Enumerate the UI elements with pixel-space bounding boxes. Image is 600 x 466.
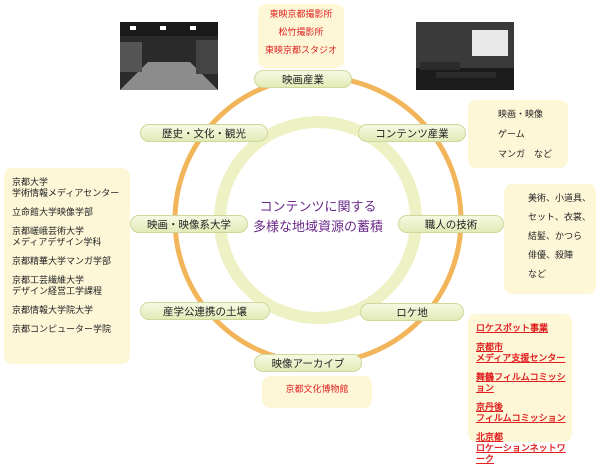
node-film-industry: 映画産業 — [254, 70, 352, 88]
location-support-item[interactable]: 京丹後 フィルムコミッション — [476, 403, 566, 424]
craft-item: 俳優、殺陣 — [528, 251, 574, 261]
university-item: 立命館大学映像学部 — [12, 208, 94, 218]
node-history-culture: 歴史・文化・観光 — [140, 124, 268, 142]
craft-item: 結髪、かつら — [528, 232, 583, 242]
university-item: 京都嵯峨芸術大学 メディアデザイン学科 — [12, 227, 102, 248]
node-craftsman-skills: 職人の技術 — [398, 215, 504, 233]
location-support-item[interactable]: 北京都 ロケーションネットワーク — [476, 433, 566, 465]
university-list: 京都大学 学術情報メディアセンター 立命館大学映像学部 京都嵯峨芸術大学 メディ… — [4, 168, 130, 364]
node-film-universities: 映画・映像系大学 — [130, 215, 248, 233]
university-item: 京都精華大学マンガ学部 — [12, 257, 112, 267]
center-line-1: コンテンツに関する — [259, 200, 377, 215]
archive-list: 京都文化博物館 — [262, 376, 372, 408]
contents-list: 映画・映像 ゲーム マンガ など — [468, 100, 568, 168]
theater-photo-image — [416, 22, 514, 90]
studio-item: 東映京都スタジオ — [264, 46, 337, 56]
center-line-2: 多様な地域資源の蓄積 — [252, 220, 383, 235]
node-contents-industry: コンテンツ産業 — [358, 124, 466, 142]
location-support-item[interactable]: 京都市 メディア支援センター — [476, 343, 566, 364]
university-item: 京都大学 学術情報メディアセンター — [12, 178, 120, 199]
contents-item: ゲーム — [498, 130, 525, 140]
archive-item[interactable]: 京都文化博物館 — [285, 385, 349, 395]
contents-item: 映画・映像 — [498, 110, 544, 120]
craft-item: セット、衣裳、 — [528, 213, 591, 223]
theater-photo — [416, 22, 514, 90]
location-support-item[interactable]: ロケスポット事業 — [476, 324, 549, 334]
craft-list: 美術、小道具、 セット、衣裳、 結髪、かつら 俳優、殺陣 など — [504, 184, 596, 294]
contents-item: マンガ など — [498, 150, 553, 160]
studio-photo-image — [120, 22, 218, 90]
node-location: ロケ地 — [360, 303, 464, 321]
university-item: 京都コンピューター学院 — [12, 325, 112, 335]
center-text: コンテンツに関する 多様な地域資源の蓄積 — [228, 198, 408, 238]
location-support-item[interactable]: 舞鶴フィルムコミッション — [476, 373, 566, 394]
craft-item: 美術、小道具、 — [528, 194, 592, 204]
studio-item: 東映京都撮影所 — [269, 10, 333, 20]
studio-item: 松竹撮影所 — [278, 28, 324, 38]
studio-list: 東映京都撮影所 松竹撮影所 東映京都スタジオ — [258, 4, 344, 68]
university-item: 京都情報大学院大学 — [12, 306, 94, 316]
university-item: 京都工芸繊維大学 デザイン経営工学課程 — [12, 276, 103, 297]
node-video-archive: 映像アーカイブ — [254, 354, 362, 372]
node-industry-academia: 産学公連携の土壌 — [140, 302, 270, 320]
studio-photo — [120, 22, 218, 90]
craft-item: など — [528, 270, 547, 280]
location-support-list: ロケスポット事業 京都市 メディア支援センター 舞鶴フィルムコミッション 京丹後… — [468, 314, 572, 465]
